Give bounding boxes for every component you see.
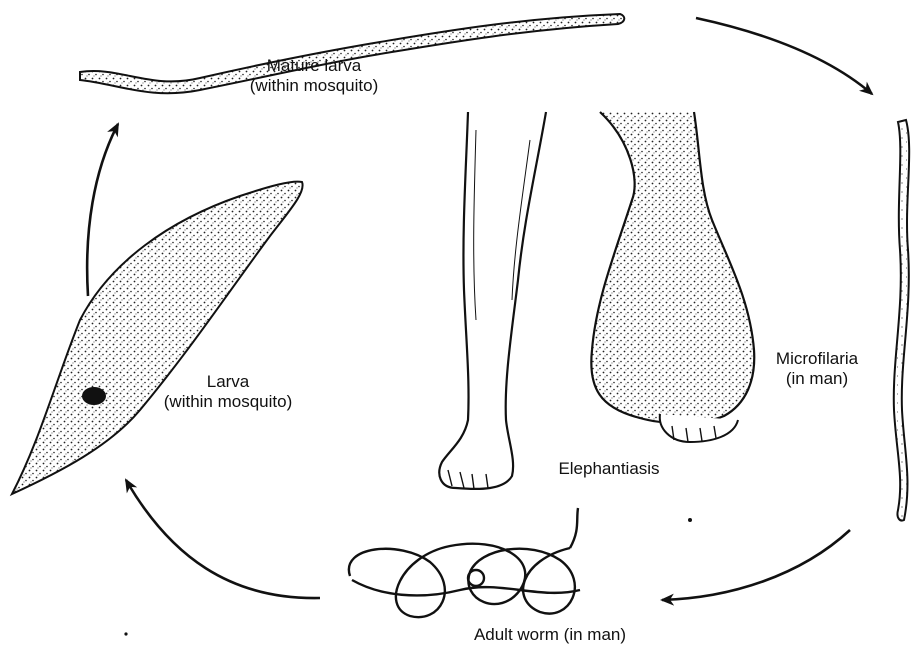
label-mature-larva-line2: (within mosquito) <box>214 76 414 96</box>
label-adult-worm: Adult worm (in man) <box>450 625 650 645</box>
label-mature-larva: Mature larva (within mosquito) <box>214 56 414 96</box>
elephantiasis-leg-illustration <box>591 112 754 442</box>
label-larva: Larva (within mosquito) <box>128 372 328 412</box>
speck <box>124 632 127 635</box>
speck <box>688 518 692 522</box>
microfilaria-worm <box>894 120 909 521</box>
label-microfilaria-line1: Microfilaria <box>752 349 882 369</box>
arrow-bottom-right <box>662 530 850 600</box>
label-microfilaria-line2: (in man) <box>752 369 882 389</box>
arrow-bottom-left <box>126 480 320 598</box>
label-microfilaria: Microfilaria (in man) <box>752 349 882 389</box>
larva-nucleus <box>82 387 106 405</box>
normal-leg-illustration <box>439 112 546 489</box>
label-mature-larva-line1: Mature larva <box>214 56 414 76</box>
adult-worm-coil <box>349 508 580 617</box>
label-larva-line2: (within mosquito) <box>128 392 328 412</box>
arrow-top-right <box>696 18 872 94</box>
label-larva-line1: Larva <box>128 372 328 392</box>
label-elephantiasis: Elephantiasis <box>534 459 684 479</box>
arrow-left-up <box>87 124 118 296</box>
larva-body <box>12 182 303 494</box>
